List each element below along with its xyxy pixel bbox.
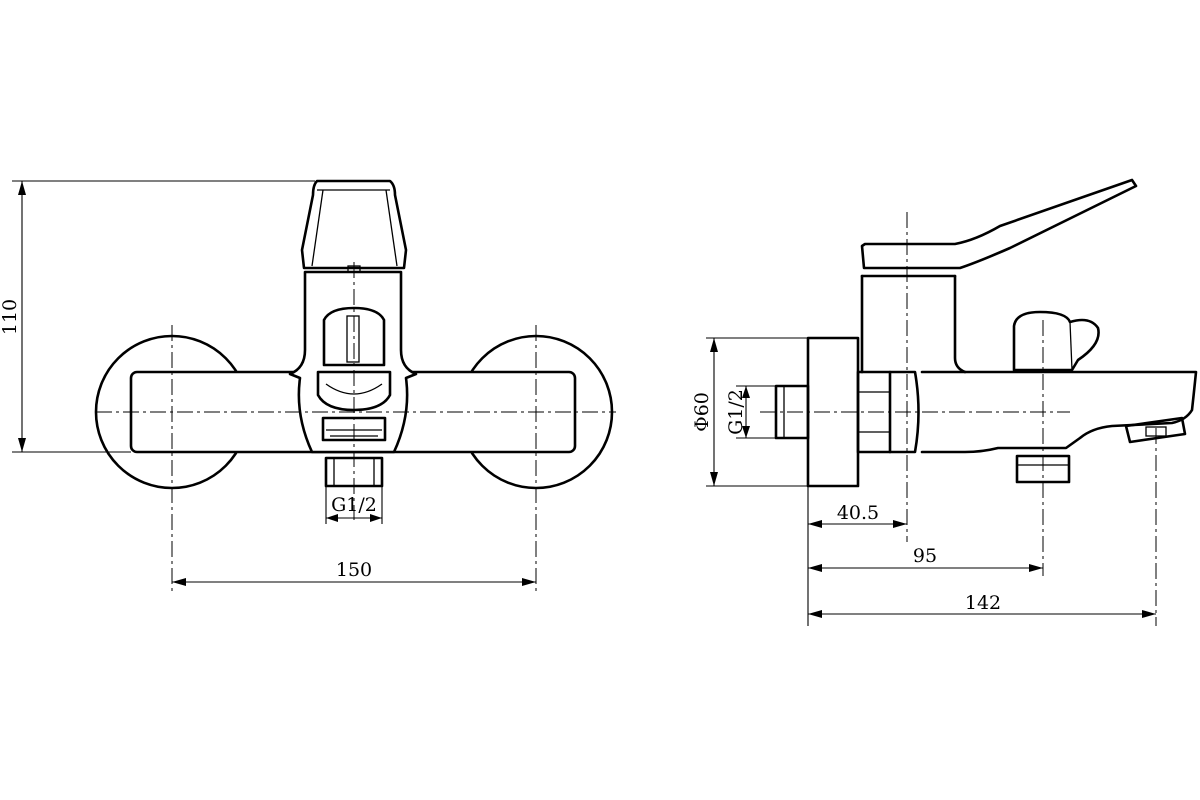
side-cartridge-column	[860, 274, 967, 374]
body-depth-dimension: 40.5	[808, 502, 907, 528]
front-view: 110 G1/2 150	[0, 179, 616, 592]
outlet-depth-label: 95	[913, 545, 937, 567]
flange-diameter-label: Φ60	[691, 392, 713, 432]
inlet-thread-label: G1/2	[725, 389, 747, 435]
spacing-dimension: 150	[172, 559, 536, 586]
side-body-spout	[920, 370, 1198, 454]
body-depth-label: 40.5	[837, 502, 879, 524]
diverter-slot	[346, 315, 360, 363]
front-thread-dimension: G1/2	[325, 486, 383, 524]
flange-diameter-dimension: Φ60	[691, 337, 808, 487]
side-diverter-knob	[1012, 310, 1100, 372]
side-aerator	[1124, 416, 1187, 444]
outlet-depth-dimension: 95	[808, 545, 1043, 572]
total-depth-dimension: 142	[808, 592, 1156, 618]
inlet-thread-dimension: G1/2	[725, 385, 776, 439]
height-dimension: 110	[0, 180, 315, 453]
spacing-dimension-label: 150	[336, 559, 372, 581]
side-view: Φ60 G1/2 40.5 95 1	[691, 178, 1198, 626]
height-dimension-label: 110	[0, 299, 21, 335]
front-thread-label: G1/2	[331, 494, 377, 516]
side-lever-handle	[860, 178, 1138, 270]
total-depth-label: 142	[965, 592, 1001, 614]
lever-handle-front	[300, 179, 408, 270]
